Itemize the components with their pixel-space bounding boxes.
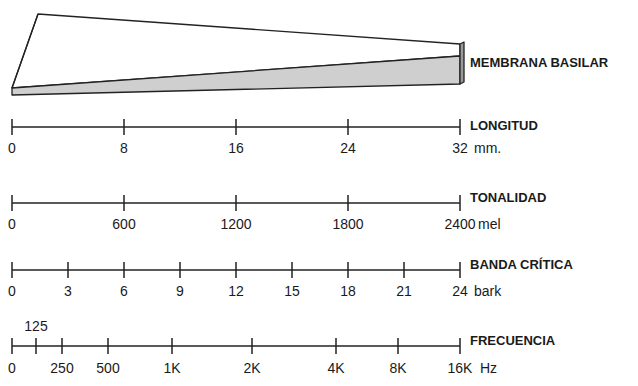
unit-label: Hz (480, 360, 497, 376)
pitch-scale (12, 195, 460, 211)
tick-label: 15 (284, 283, 300, 299)
tick-label: 18 (340, 283, 356, 299)
tick-label: 16 (228, 140, 244, 156)
membrane-edge (12, 14, 38, 88)
tick-label: 0 (8, 360, 16, 376)
tick-label: 9 (176, 283, 184, 299)
tick-label: 0 (8, 140, 16, 156)
frequency-scale (12, 338, 460, 354)
tick-label: 24 (340, 140, 356, 156)
tick-label: 16K (448, 360, 473, 376)
unit-label: mel (478, 216, 501, 232)
tick-label: 6 (120, 283, 128, 299)
unit-label: bark (474, 283, 501, 299)
tick-label: 500 (96, 360, 119, 376)
membrane-end-face (460, 42, 464, 84)
unit-label: mm. (474, 140, 501, 156)
scale-title: FRECUENCIA (470, 333, 555, 349)
tick-label: 600 (112, 216, 135, 232)
membrane-front-face (12, 56, 460, 95)
tick-label: 250 (50, 360, 73, 376)
tick-label: 24 (452, 283, 468, 299)
tick-label: 8 (120, 140, 128, 156)
tick-label: 1200 (220, 216, 251, 232)
tick-label: 8K (389, 360, 406, 376)
bark-scale (12, 262, 460, 278)
tick-label: 125 (24, 318, 47, 334)
tick-label: 3 (64, 283, 72, 299)
tick-label: 0 (8, 283, 16, 299)
scale-title: BANDA CRÍTICA (470, 257, 573, 273)
tick-label: 21 (396, 283, 412, 299)
tick-label: 12 (228, 283, 244, 299)
scale-title: TONALIDAD (470, 190, 546, 206)
length-scale (12, 119, 460, 135)
part-label: MEMBRANA BASILAR (470, 55, 608, 71)
tick-label: 4K (327, 360, 344, 376)
tick-label: 1800 (332, 216, 363, 232)
tick-label: 2K (243, 360, 260, 376)
tick-label: 0 (8, 216, 16, 232)
tick-label: 1K (163, 360, 180, 376)
tick-label: 32 (452, 140, 468, 156)
tick-label: 2400 (444, 216, 475, 232)
scale-title: LONGITUD (470, 118, 538, 134)
